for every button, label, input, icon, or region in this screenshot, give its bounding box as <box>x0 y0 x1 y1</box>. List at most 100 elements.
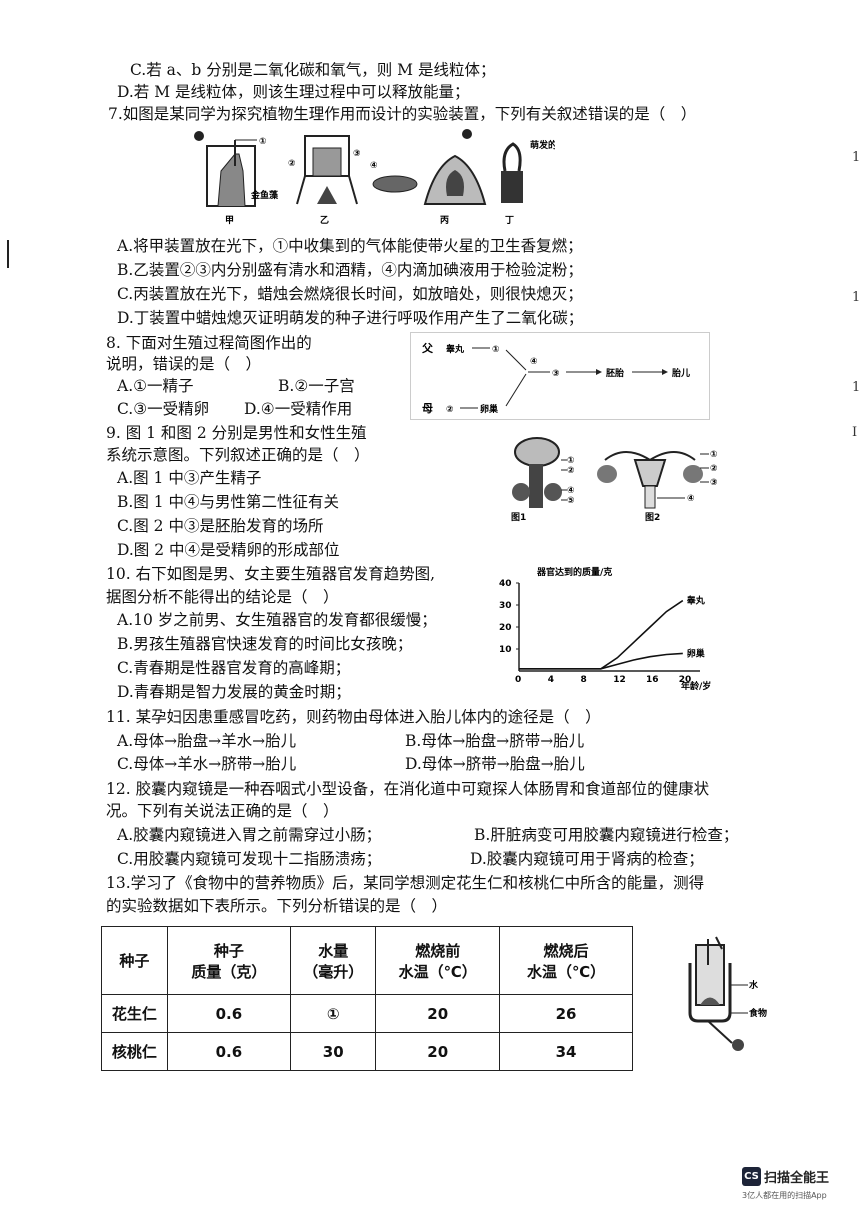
svg-text:卵巢: 卵巢 <box>480 403 499 415</box>
q8-option-a: A.①一精子 <box>117 377 194 395</box>
svg-text:②: ② <box>710 464 718 474</box>
q12-option-a: A.胶囊内窥镜进入胃之前需穿过小肠； <box>117 826 382 844</box>
x-tick-label: 12 <box>613 675 626 685</box>
svg-text:②: ② <box>446 405 454 415</box>
svg-text:胎儿: 胎儿 <box>671 367 690 379</box>
q9-reproductive-system-figure: ① ② ④ ⑤ 图1 ① ② ③ ④ 图2 <box>511 437 718 523</box>
q8-stem-line2: 说明，错误的是（ ） <box>106 355 262 373</box>
svg-text:④: ④ <box>687 494 695 504</box>
apparatus-jia: ① 金鱼藻 甲 <box>194 131 279 226</box>
q9-option-b: B.图 1 中④与男性第二性征有关 <box>117 493 340 511</box>
female-system-figure-2: ① ② ③ ④ 图2 <box>597 450 718 523</box>
series-line-testis <box>519 599 684 670</box>
scan-margin-mark <box>7 240 9 268</box>
q12-stem-line2: 况。下列有关说法正确的是（ ） <box>106 802 339 820</box>
svg-text:②: ② <box>288 159 296 169</box>
svg-text:①: ① <box>710 450 718 460</box>
q9-stem-line2: 系统示意图。下列叙述正确的是（ ） <box>106 446 370 464</box>
series-line-ovary <box>519 652 683 670</box>
svg-text:母: 母 <box>422 402 433 415</box>
svg-text:①: ① <box>259 137 267 147</box>
table-cell: 0.6 <box>166 994 292 1033</box>
q12-stem-line1: 12. 胶囊内窥镜是一种吞咽式小型设备，在消化道中可窥探人体肠胃和食道部位的健康… <box>106 780 710 798</box>
svg-text:④: ④ <box>530 357 538 367</box>
svg-text:乙: 乙 <box>320 215 329 226</box>
table-header-cell: 水量 （毫升） <box>290 926 377 995</box>
svg-text:丁: 丁 <box>505 215 514 226</box>
scan-edge-mark: 1 <box>852 150 860 165</box>
q11-option-c: C.母体→羊水→脐带→胎儿 <box>117 755 297 773</box>
x-tick-label: 4 <box>548 675 554 685</box>
table-cell: 30 <box>290 1032 377 1071</box>
y-tick-label: 30 <box>499 601 512 611</box>
table-cell: ① <box>290 994 377 1033</box>
q10-stem-line1: 10. 右下如图是男、女主要生殖器官发育趋势图, <box>106 565 436 583</box>
svg-text:①: ① <box>567 456 575 466</box>
apparatus-yi: ② ③ 乙 <box>288 135 361 226</box>
svg-text:丙: 丙 <box>440 215 449 226</box>
svg-text:食物: 食物 <box>748 1007 767 1019</box>
scanner-slogan: 3亿人都在用的扫描App <box>742 1191 827 1200</box>
q9-option-a: A.图 1 中③产生精子 <box>117 469 262 487</box>
table-cell: 20 <box>375 1032 501 1071</box>
svg-text:④: ④ <box>370 161 378 171</box>
svg-text:图2: 图2 <box>645 512 660 523</box>
q10-option-c: C.青春期是性器官发育的高峰期； <box>117 659 351 677</box>
x-tick-label: 20 <box>679 675 692 685</box>
table-cell: 花生仁 <box>101 994 168 1033</box>
q7-apparatus-figure: ① 金鱼藻 甲 ② ③ 乙 ④ 丙 萌发的种子 丁 <box>194 129 555 226</box>
q7-option-b: B.乙装置②③内分别盛有清水和酒精，④内滴加碘液用于检验淀粉； <box>117 261 583 279</box>
q9-option-c: C.图 2 中③是胚胎发育的场所 <box>117 517 324 535</box>
apparatus-bing: ④ 丙 <box>370 154 487 226</box>
y-tick-label: 40 <box>499 579 512 589</box>
q8-reproduction-flow-diagram: 父 睾丸 ① 母 ② 卵巢 ④ ③ 胚胎 胎儿 <box>410 332 710 420</box>
q7-option-d: D.丁装置中蜡烛熄灭证明萌发的种子进行呼吸作用产生了二氧化碳； <box>117 309 584 327</box>
q11-stem: 11. 某孕妇因患重感冒吃药，则药物由母体进入胎儿体内的途径是（ ） <box>106 708 601 726</box>
scanner-logo-icon: CS <box>742 1167 761 1186</box>
q13-combustion-apparatus: 水 食物 <box>688 936 767 1051</box>
q10-option-b: B.男孩生殖器官快速发育的时间比女孩晚； <box>117 635 413 653</box>
q11-option-a: A.母体→胎盘→羊水→胎儿 <box>117 732 297 750</box>
svg-text:甲: 甲 <box>225 215 234 226</box>
chart-x-label: 年龄/岁 <box>681 680 711 692</box>
q12-option-d: D.胶囊内窥镜可用于肾病的检查； <box>470 850 704 868</box>
svg-text:水: 水 <box>749 979 759 991</box>
svg-text:①: ① <box>492 345 500 355</box>
svg-text:金鱼藻: 金鱼藻 <box>250 189 279 201</box>
q7-option-a: A.将甲装置放在光下，①中收集到的气体能使带火星的卫生香复燃； <box>117 237 583 255</box>
x-tick-label: 8 <box>581 675 587 685</box>
q8-option-c: C.③一受精卵 <box>117 400 210 418</box>
q9-option-d: D.图 2 中④是受精卵的形成部位 <box>117 541 340 559</box>
svg-text:③: ③ <box>710 478 718 488</box>
x-tick-label: 16 <box>646 675 659 685</box>
scanner-app-name: 扫描全能王 <box>764 1171 830 1186</box>
table-header-cell: 种子 <box>101 926 168 995</box>
table-cell: 0.6 <box>166 1032 292 1071</box>
table-row: 花生仁 0.6 ① 20 26 <box>101 994 633 1033</box>
chart-title: 器官达到的质量/克 <box>536 566 612 578</box>
apparatus-ding: 萌发的种子 丁 <box>462 129 555 226</box>
male-system-figure-1: ① ② ④ ⑤ 图1 <box>511 437 575 523</box>
svg-text:父: 父 <box>421 342 434 355</box>
q13-stem-line2: 的实验数据如下表所示。下列分析错误的是（ ） <box>106 897 448 915</box>
series-label: 睾丸 <box>687 595 706 607</box>
q13-stem-line1: 13.学习了《食物中的营养物质》后，某同学想测定花生仁和核桃仁中所含的能量，测得 <box>106 874 705 892</box>
table-header-row: 种子 种子 质量（克） 水量 （毫升） 燃烧前 水温（℃） 燃烧后 水温（℃） <box>101 926 633 995</box>
series-label: 卵巢 <box>687 647 706 659</box>
svg-text:图1: 图1 <box>511 512 526 523</box>
q12-option-b: B.肝脏病变可用胶囊内窥镜进行检查； <box>474 826 739 844</box>
q6-option-c: C.若 a、b 分别是二氧化碳和氧气，则 M 是线粒体； <box>130 61 496 79</box>
svg-text:④: ④ <box>567 486 575 496</box>
x-tick-label: 0 <box>515 675 521 685</box>
table-cell: 核桃仁 <box>101 1032 168 1071</box>
q9-stem-line1: 9. 图 1 和图 2 分别是男性和女性生殖 <box>106 424 367 442</box>
q7-stem: 7.如图是某同学为探究植物生理作用而设计的实验装置，下列有关叙述错误的是（ ） <box>108 105 697 123</box>
svg-text:萌发的种子: 萌发的种子 <box>530 139 555 151</box>
q10-stem-line2: 据图分析不能得出的结论是（ ） <box>106 588 339 606</box>
q11-option-b: B.母体→胎盘→脐带→胎儿 <box>405 732 585 750</box>
q7-option-c: C.丙装置放在光下，蜡烛会燃烧很长时间，如放暗处，则很快熄灭； <box>117 285 583 303</box>
table-cell: 34 <box>499 1032 633 1071</box>
q8-stem-line1: 8. 下面对生殖过程简图作出的 <box>106 334 312 352</box>
scan-edge-mark: 1 <box>852 290 860 305</box>
